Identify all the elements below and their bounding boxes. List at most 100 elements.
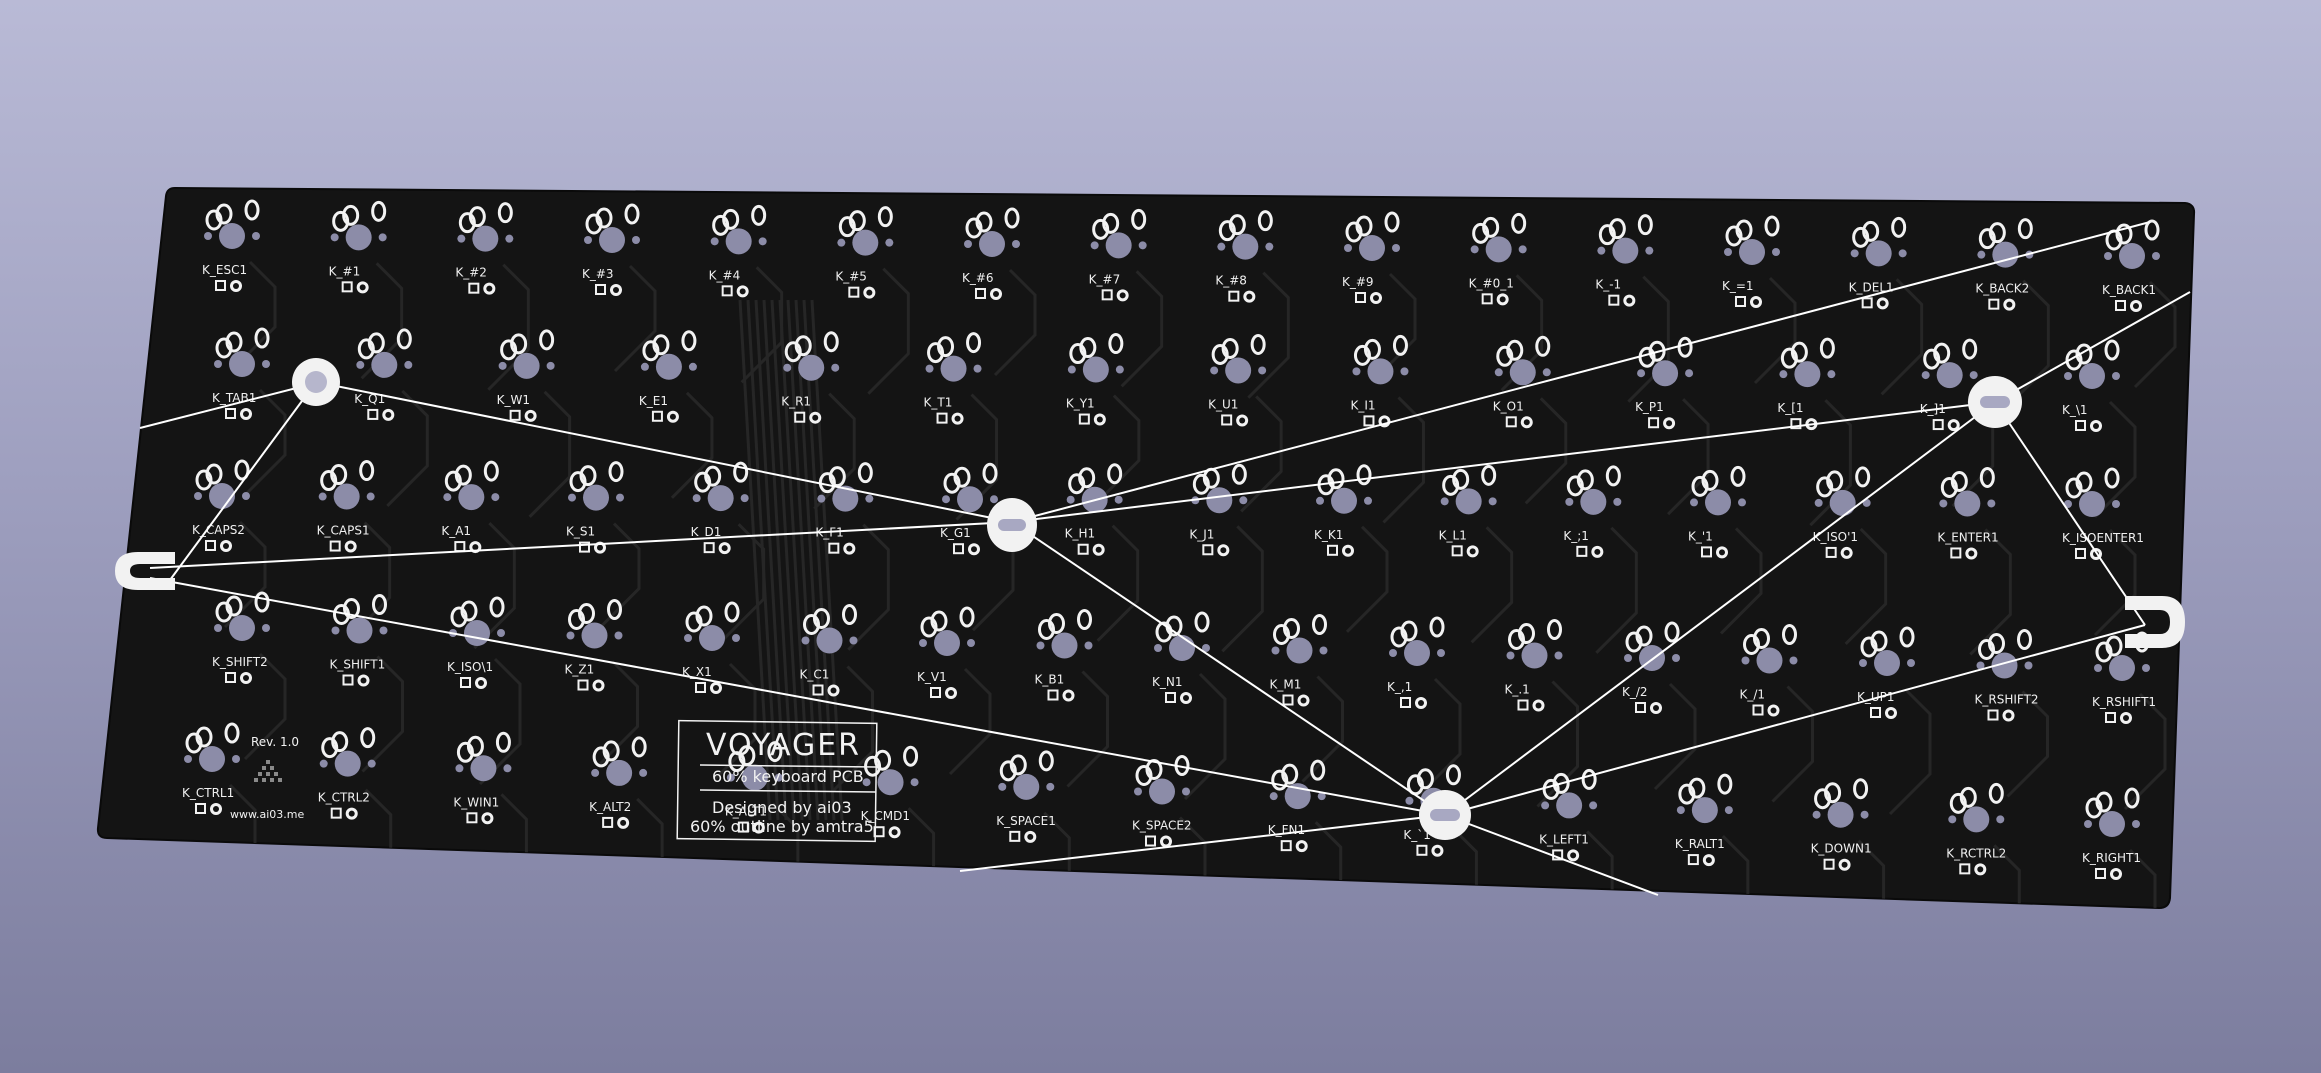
key-reference-label: K_#3 (582, 267, 614, 281)
key-footprint: K_SHIFT1 (330, 594, 388, 687)
key-footprint: K_ALT1 (725, 741, 783, 834)
key-footprint: K_RSHIFT2 (1975, 629, 2039, 722)
key-reference-label: K_P1 (1635, 400, 1664, 414)
switch-hole-icon (1991, 652, 2018, 679)
edge-slot-icon (2125, 596, 2185, 648)
switch-hole-icon (2099, 811, 2125, 837)
switch-pin-icon (320, 470, 338, 492)
key-reference-label: K_Q1 (354, 392, 385, 406)
switch-hole-icon (599, 227, 625, 253)
key-footprint: K_S1 (566, 461, 624, 554)
key-footprint: K_N1 (1152, 611, 1210, 704)
key-reference-label: K_D1 (691, 525, 722, 539)
key-reference-label: K_RCTRL2 (1946, 846, 2006, 860)
key-reference-label: K_#5 (835, 270, 867, 284)
key-reference-label: K_-1 (1595, 278, 1621, 292)
switch-pin-icon (1442, 474, 1460, 496)
key-reference-label: K_SPACE1 (996, 814, 1056, 828)
edge-slot-icon (115, 552, 175, 590)
key-reference-label: K_`1 (1403, 828, 1431, 842)
ai03-logo-icon (254, 760, 282, 782)
key-footprint: K_CMD1 (861, 745, 919, 839)
switch-pin-icon (215, 337, 233, 359)
switch-hole-icon (229, 351, 255, 377)
switch-hole-icon (1556, 792, 1583, 819)
key-footprint: K_ISOENTER1 (2062, 467, 2144, 560)
switch-hole-icon (346, 617, 373, 644)
switch-hole-icon (1082, 356, 1109, 383)
key-reference-label: K_SHIFT1 (330, 658, 386, 672)
switch-pin-icon (321, 737, 339, 759)
switch-pin-icon (1155, 621, 1173, 643)
board-subtitle: 60% keyboard PCB (712, 767, 864, 786)
key-reference-label: K_ISO'1 (1813, 530, 1858, 544)
key-footprint: K_ENTER1 (1937, 466, 1999, 560)
key-reference-label: K_T1 (924, 396, 953, 410)
switch-pin-icon (838, 216, 856, 238)
key-footprint: K_=1 (1722, 215, 1780, 308)
switch-pin-icon (1852, 226, 1870, 248)
switch-hole-icon (655, 353, 682, 380)
key-footprint: K_ESC1 (202, 199, 260, 292)
key-footprint: K_DOWN1 (1811, 778, 1872, 871)
switch-hole-icon (1521, 642, 1548, 669)
switch-pin-icon (444, 470, 462, 492)
key-reference-label: K_#8 (1215, 274, 1247, 288)
switch-pin-icon (215, 601, 233, 623)
switch-hole-icon (725, 228, 752, 255)
key-reference-label: K_B1 (1035, 673, 1065, 687)
key-footprint: K_,1 (1387, 616, 1445, 709)
key-reference-label: K_TAB1 (212, 391, 256, 405)
key-footprint: K_RSHIFT1 (2092, 631, 2156, 724)
switch-pin-icon (450, 606, 468, 628)
switch-hole-icon (2119, 243, 2145, 269)
key-reference-label: K_\1 (2062, 403, 2088, 417)
key-reference-label: K_U1 (1208, 397, 1238, 411)
key-footprint: K_#9 (1342, 211, 1400, 304)
key-reference-label: K_X1 (682, 665, 712, 679)
key-footprint: K_Z1 (565, 599, 623, 692)
key-footprint: K_CAPS2 (192, 459, 250, 552)
switch-hole-icon (1963, 806, 1990, 833)
key-footprint: K_V1 (917, 606, 975, 699)
switch-hole-icon (334, 750, 361, 777)
switch-pin-icon (1273, 624, 1290, 645)
switch-pin-icon (920, 616, 938, 638)
key-footprint: K_#2 (455, 202, 514, 295)
key-reference-label: K_DEL1 (1849, 280, 1894, 294)
switch-hole-icon (1485, 236, 1512, 263)
switch-hole-icon (1705, 489, 1731, 516)
switch-hole-icon (957, 486, 983, 513)
switch-hole-icon (1652, 360, 1679, 387)
key-footprint: K_CAPS1 (317, 460, 375, 553)
switch-hole-icon (934, 630, 960, 656)
switch-pin-icon (1978, 228, 1996, 250)
key-footprint: K_RIGHT1 (2082, 787, 2141, 880)
subtitle-underline (699, 789, 877, 793)
switch-pin-icon (332, 210, 350, 232)
key-reference-label: K_/1 (1740, 688, 1766, 702)
switch-hole-icon (2079, 491, 2105, 517)
switch-pin-icon (1390, 626, 1408, 648)
key-footprint: K_K1 (1314, 464, 1372, 557)
key-footprint: K_/1 (1740, 624, 1798, 717)
switch-hole-icon (1954, 490, 1981, 517)
switch-pin-icon (712, 214, 730, 236)
switch-pin-icon (1743, 634, 1760, 655)
title-underline (699, 764, 877, 768)
switch-hole-icon (1232, 233, 1259, 260)
key-reference-label: K_RSHIFT1 (2092, 695, 2156, 709)
key-reference-label: K_ENTER1 (1937, 530, 1998, 544)
key-reference-label: K_CTRL2 (318, 791, 370, 805)
switch-hole-icon (877, 769, 904, 796)
key-footprint: K_D1 (691, 461, 749, 555)
switch-pin-icon (1780, 347, 1798, 369)
key-footprint: K_BACK1 (2102, 219, 2160, 312)
switch-hole-icon (1739, 239, 1765, 265)
switch-hole-icon (1359, 235, 1385, 261)
switch-pin-icon (1345, 221, 1363, 243)
switch-pin-icon (568, 609, 585, 630)
switch-pin-icon (694, 471, 712, 493)
